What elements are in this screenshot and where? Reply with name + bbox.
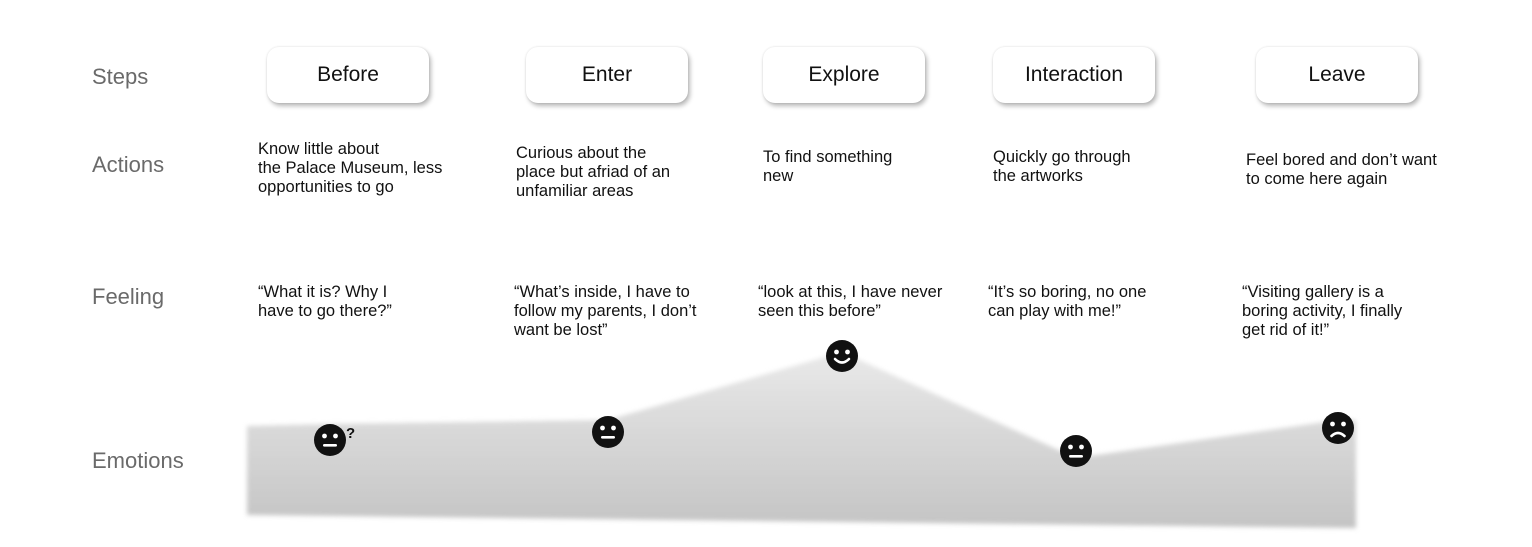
action-before: Know little about the Palace Museum, les… <box>258 140 442 197</box>
action-line: To find something <box>763 148 893 166</box>
neutral-face-icon <box>592 416 624 448</box>
feeling-line: want be lost” <box>514 321 608 339</box>
action-enter: Curious about the place but afriad of an… <box>516 144 670 201</box>
action-line: the artworks <box>993 167 1083 185</box>
feeling-enter: “What’s inside, I have to follow my pare… <box>514 283 697 340</box>
feeling-line: “It’s so boring, no one <box>988 283 1147 301</box>
question-mark: ? <box>346 425 356 442</box>
step-box-interaction: Interaction <box>993 47 1155 103</box>
step-box-explore: Explore <box>763 47 925 103</box>
action-interaction: Quickly go through the artworks <box>993 148 1131 186</box>
action-line: place but afriad of an <box>516 163 671 181</box>
feeling-line: seen this before” <box>758 302 881 320</box>
action-line: Quickly go through <box>993 148 1131 166</box>
feeling-line: follow my parents, I don’t <box>514 302 697 320</box>
action-leave: Feel bored and don’t want to come here a… <box>1246 151 1437 189</box>
step-label: Enter <box>581 63 633 86</box>
step-box-enter: Enter <box>526 47 688 103</box>
neutral-face-icon <box>1060 435 1092 467</box>
smiling-face-icon <box>826 340 858 372</box>
step-label: Interaction <box>1024 63 1124 86</box>
action-line: Know little about <box>258 140 380 158</box>
row-label-steps: Steps <box>92 64 149 89</box>
action-explore: To find something new <box>763 148 892 186</box>
action-line: opportunities to go <box>258 178 394 196</box>
action-line: to come here again <box>1246 170 1388 188</box>
action-line: unfamiliar areas <box>516 182 634 200</box>
feeling-line: boring activity, I finally <box>1242 302 1403 320</box>
feeling-line: can play with me!” <box>988 302 1121 320</box>
feeling-line: get rid of it!” <box>1242 321 1330 339</box>
feeling-line: “What it is? Why I <box>258 283 388 301</box>
feeling-line: “look at this, I have never <box>758 283 943 301</box>
action-line: the Palace Museum, less <box>258 159 443 177</box>
feeling-leave: “Visiting gallery is a boring activity, … <box>1242 283 1402 340</box>
row-label-feeling: Feeling <box>92 284 165 309</box>
confused-face-icon <box>314 424 346 456</box>
feeling-line: have to go there?” <box>258 302 392 320</box>
row-label-actions: Actions <box>92 152 165 177</box>
feeling-line: “Visiting gallery is a <box>1242 283 1384 301</box>
feeling-line: “What’s inside, I have to <box>514 283 690 301</box>
step-label: Before <box>317 63 379 86</box>
feeling-interaction: “It’s so boring, no one can play with me… <box>988 283 1146 321</box>
step-box-before: Before <box>267 47 429 103</box>
step-box-leave: Leave <box>1256 47 1418 103</box>
sad-face-icon <box>1322 412 1354 444</box>
emotion-area-shape <box>247 352 1356 528</box>
action-line: Curious about the <box>516 144 647 162</box>
row-label-emotions: Emotions <box>92 448 184 473</box>
feeling-explore: “look at this, I have never seen this be… <box>758 283 942 321</box>
step-label: Leave <box>1308 63 1366 86</box>
action-line: Feel bored and don’t want <box>1246 151 1437 169</box>
step-label: Explore <box>808 63 880 86</box>
action-line: new <box>763 167 794 185</box>
feeling-before: “What it is? Why I have to go there?” <box>258 283 392 321</box>
